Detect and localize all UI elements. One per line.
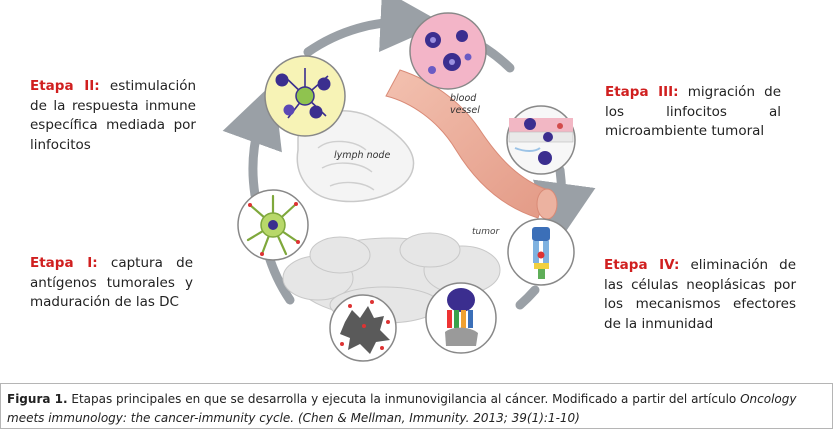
caption-article-title: Oncology meets immunology: the cancer-im… xyxy=(7,392,797,425)
stage-3-label: Etapa III: xyxy=(605,84,679,100)
blood-vessel-label-1: blood xyxy=(450,93,477,104)
stage-2-description: Etapa II: estimulación de la respuesta i… xyxy=(30,77,196,155)
stage-2-inset xyxy=(264,55,346,137)
stage-4-label: Etapa IV: xyxy=(604,257,680,273)
stage-4-text: eliminación de las células neoplásicas p… xyxy=(604,257,796,332)
caption-figure-number: Figura 1. xyxy=(7,392,68,406)
stage-2-text: estimulación de la respuesta inmune espe… xyxy=(30,78,197,153)
stage-4-killing-inset xyxy=(425,282,497,354)
stage-3-vessel-inset xyxy=(409,12,487,90)
blood-vessel-label-2: vessel xyxy=(450,105,480,116)
stage-2-label: Etapa II: xyxy=(30,78,100,94)
stage-1-text: captura de antígenos tumorales y madurac… xyxy=(30,255,193,310)
stage-1-description: Etapa I: captura de antígenos tumorales … xyxy=(30,254,193,313)
stage-3-migration-inset xyxy=(506,105,576,175)
figure-caption: Figura 1. Etapas principales en que se d… xyxy=(0,383,833,429)
caption-reference: (Chen & Mellman, Immunity. 2013; 39(1):1… xyxy=(297,411,580,425)
stage-3-description: Etapa III: migración de los linfocitos a… xyxy=(605,83,781,142)
tumor-label: tumor xyxy=(472,227,501,237)
stage-3-text: migración de los linfocitos al microambi… xyxy=(605,84,782,139)
lymph-node-label: lymph node xyxy=(334,150,390,161)
stage-4-recognition-inset xyxy=(507,218,575,286)
blood-vessel xyxy=(385,69,558,220)
lymph-node xyxy=(296,110,415,203)
stage-1-label: Etapa I: xyxy=(30,255,98,271)
stage-1-antigen-release-inset xyxy=(329,294,397,362)
stage-1-dendritic-cell-inset xyxy=(237,189,309,261)
stage-4-description: Etapa IV: eliminación de las células neo… xyxy=(604,256,796,334)
cancer-immunity-cycle-diagram: tumor lymph node blood vessel xyxy=(222,0,596,362)
caption-text: Etapas principales en que se desarrolla … xyxy=(71,392,737,406)
